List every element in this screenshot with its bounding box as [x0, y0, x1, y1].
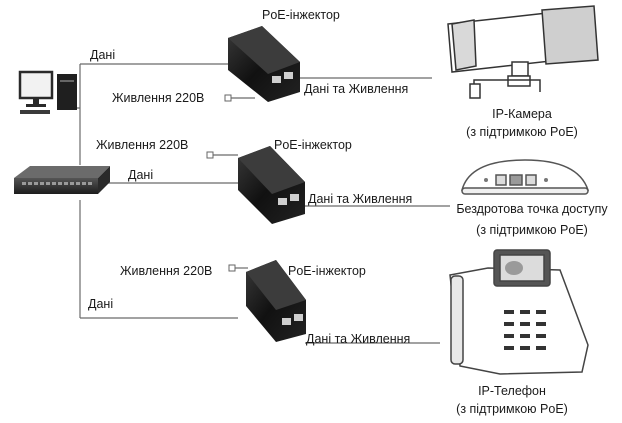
- camera-caption: IP-Камера (з підтримкою PoE): [442, 107, 602, 139]
- data-label: Дані: [128, 168, 154, 182]
- poe-injector-icon: [228, 26, 300, 102]
- injector-label: PoE-інжектор: [288, 264, 366, 278]
- power-label: Живлення 220В: [96, 138, 189, 152]
- poe-injector-icon: [238, 146, 305, 224]
- power-plug-ends: [206, 94, 236, 272]
- device-support: (з підтримкою PoE): [476, 223, 588, 237]
- phone-caption: IP-Телефон (з підтримкою PoE): [432, 384, 592, 416]
- injector-label: PoE-інжектор: [262, 8, 340, 22]
- data-power-label: Дані та Живлення: [308, 192, 413, 206]
- device-name: Бездротова точка доступу: [456, 202, 608, 216]
- power-label: Живлення 220В: [120, 264, 213, 278]
- device-name: IP-Телефон: [478, 384, 546, 398]
- device-name: IP-Камера: [492, 107, 552, 121]
- data-label: Дані: [90, 48, 116, 62]
- device-support: (з підтримкою PoE): [466, 125, 578, 139]
- device-support: (з підтримкою PoE): [456, 402, 568, 416]
- injector-label: PoE-інжектор: [274, 138, 352, 152]
- switch-icon: [14, 166, 110, 194]
- poe-injector-icon: [246, 260, 306, 342]
- computer-icon: [18, 70, 77, 114]
- ip-camera-icon: [447, 5, 599, 99]
- data-power-label: Дані та Живлення: [304, 82, 409, 96]
- data-power-label: Дані та Живлення: [306, 332, 411, 346]
- data-label: Дані: [88, 297, 114, 311]
- access-point-caption: Бездротова точка доступу (з підтримкою P…: [442, 202, 622, 237]
- access-point-icon: [461, 159, 590, 195]
- power-label: Живлення 220В: [112, 91, 205, 105]
- ip-phone-icon: [449, 249, 589, 375]
